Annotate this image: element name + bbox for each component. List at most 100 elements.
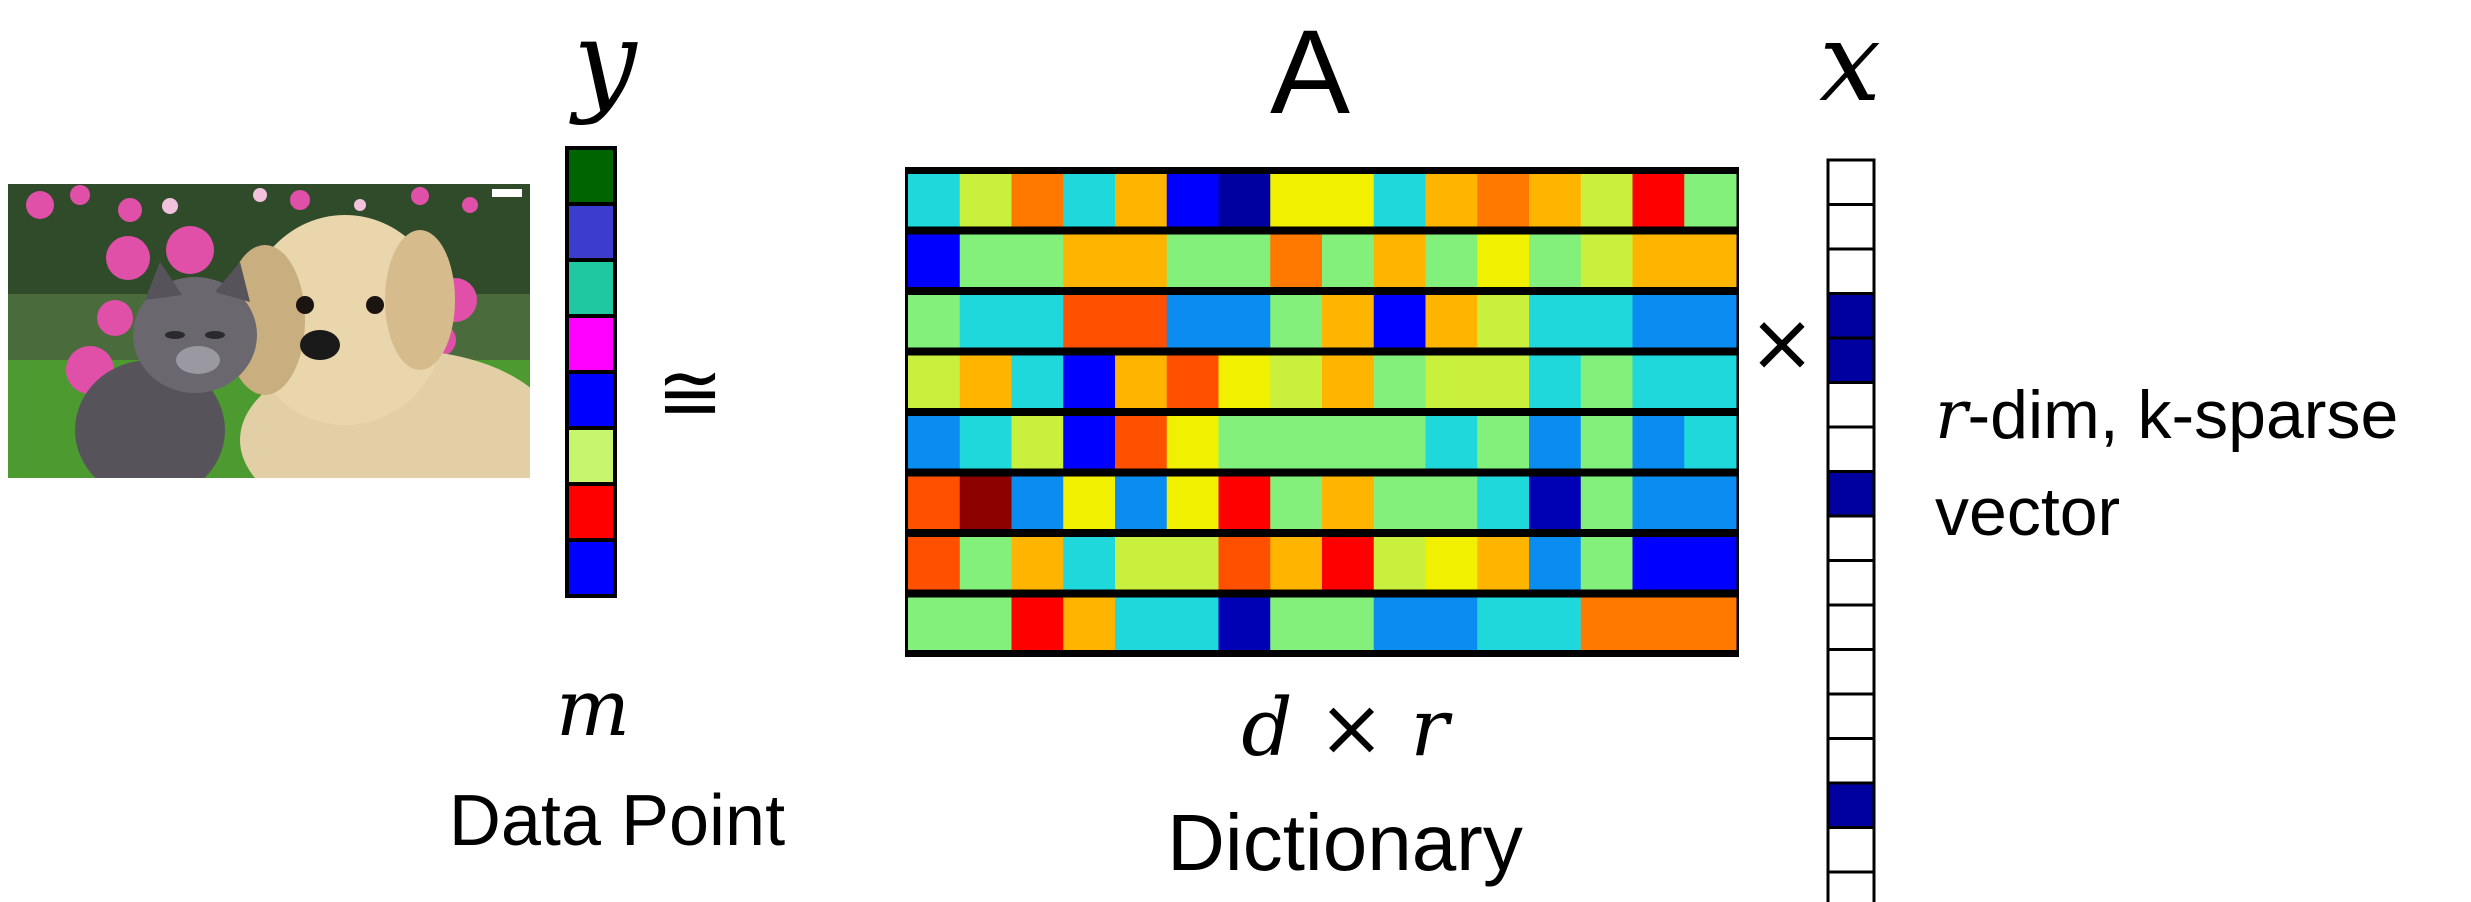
- matrix-cell: [1218, 295, 1271, 348]
- matrix-cell: [1373, 476, 1426, 529]
- matrix-cell: [1270, 416, 1323, 469]
- matrix-cell: [1166, 295, 1219, 348]
- x-vector: [1826, 158, 1876, 902]
- matrix-cell: [1218, 174, 1271, 227]
- times-symbol: ×: [1748, 296, 1815, 389]
- data-point-label: Data Point: [449, 781, 785, 861]
- matrix-cell: [1477, 476, 1530, 529]
- matrix-cell: [1580, 537, 1633, 590]
- matrix-cell: [1011, 355, 1064, 408]
- matrix-cell: [1166, 355, 1219, 408]
- x-vector-cell: [1826, 603, 1876, 651]
- matrix-cell: [908, 174, 961, 227]
- matrix-cell: [1425, 416, 1478, 469]
- y-vector-cell: [565, 258, 617, 318]
- x-vector-cell: [1826, 737, 1876, 785]
- matrix-cell: [908, 537, 961, 590]
- matrix-cell: [1322, 597, 1375, 650]
- matrix-cell: [908, 597, 961, 650]
- matrix-cell: [1477, 416, 1530, 469]
- matrix-cell: [1166, 476, 1219, 529]
- matrix-cell: [959, 537, 1012, 590]
- matrix-cell: [1632, 597, 1685, 650]
- matrix-cell: [1529, 234, 1582, 287]
- matrix-cell: [1011, 295, 1064, 348]
- matrix-cell: [959, 295, 1012, 348]
- m-label: m: [556, 664, 630, 754]
- matrix-cell: [1425, 537, 1478, 590]
- matrix-cell: [1373, 174, 1426, 227]
- matrix-cell: [1580, 174, 1633, 227]
- matrix-cell: [1166, 597, 1219, 650]
- matrix-cell: [1632, 174, 1685, 227]
- matrix-cell: [1115, 355, 1168, 408]
- matrix-cell: [1063, 295, 1116, 348]
- matrix-cell: [1529, 537, 1582, 590]
- dictionary-label: Dictionary: [1167, 798, 1523, 887]
- matrix-cell: [908, 355, 961, 408]
- matrix-cell: [959, 476, 1012, 529]
- matrix-cell: [1011, 174, 1064, 227]
- matrix-cell: [1270, 174, 1323, 227]
- x-vector-cell: [1826, 470, 1876, 518]
- matrix-cell: [1580, 295, 1633, 348]
- matrix-cell: [1115, 174, 1168, 227]
- matrix-cell: [959, 355, 1012, 408]
- matrix-cell: [1373, 597, 1426, 650]
- matrix-cell: [1580, 234, 1633, 287]
- matrix-cell: [1529, 174, 1582, 227]
- matrix-cell: [1529, 295, 1582, 348]
- matrix-cell: [1425, 234, 1478, 287]
- matrix-cell: [959, 416, 1012, 469]
- x-vector-cell: [1826, 247, 1876, 295]
- y-vector-cell: [565, 314, 617, 374]
- matrix-cell: [1270, 295, 1323, 348]
- y-label: y: [568, 0, 638, 127]
- matrix-cell: [1425, 295, 1478, 348]
- x-vector-cell: [1826, 381, 1876, 429]
- matrix-cell: [1063, 174, 1116, 227]
- matrix-cell: [1011, 476, 1064, 529]
- puppy-kitten-photo: [8, 184, 530, 478]
- matrix-cell: [1477, 295, 1530, 348]
- matrix-cell: [1477, 234, 1530, 287]
- x-vector-cell: [1826, 692, 1876, 740]
- x-vector-cell: [1826, 648, 1876, 696]
- matrix-cell: [1632, 537, 1685, 590]
- matrix-cell: [1632, 295, 1685, 348]
- matrix-cell: [1270, 234, 1323, 287]
- photo-watermark: [492, 189, 522, 197]
- y-vector-cell: [565, 370, 617, 430]
- matrix-cell: [1684, 597, 1737, 650]
- matrix-cell: [1580, 597, 1633, 650]
- matrix-cell: [1115, 295, 1168, 348]
- matrix-cell: [1373, 416, 1426, 469]
- matrix-cell: [908, 295, 961, 348]
- matrix-cell: [1322, 174, 1375, 227]
- matrix-cell: [1580, 476, 1633, 529]
- matrix-cell: [1011, 537, 1064, 590]
- cat-figure: [75, 262, 257, 478]
- x-vector-cell: [1826, 425, 1876, 473]
- matrix-cell: [1425, 597, 1478, 650]
- matrix-cell: [1322, 355, 1375, 408]
- matrix-cell: [1166, 174, 1219, 227]
- y-vector: [565, 146, 617, 598]
- y-vector-cell: [565, 146, 617, 206]
- matrix-cell: [1425, 355, 1478, 408]
- y-vector-cell: [565, 426, 617, 486]
- matrix-cell: [1322, 416, 1375, 469]
- x-vector-cell: [1826, 158, 1876, 206]
- matrix-cell: [1477, 597, 1530, 650]
- vector-description-line2: vector: [1935, 474, 2120, 550]
- matrix-cell: [1580, 355, 1633, 408]
- matrix-cell: [1011, 416, 1064, 469]
- matrix-cell: [1218, 416, 1271, 469]
- matrix-cell: [1063, 537, 1116, 590]
- matrix-cell: [1115, 597, 1168, 650]
- vector-description-line1: r-dim, k-sparse: [1935, 376, 2398, 455]
- matrix-cell: [1166, 537, 1219, 590]
- matrix-cell: [1529, 597, 1582, 650]
- matrix-cell: [1322, 476, 1375, 529]
